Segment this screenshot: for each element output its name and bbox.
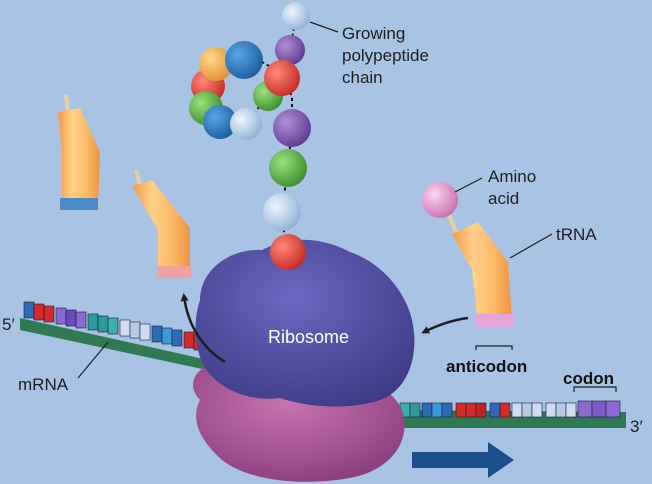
codon-label: codon bbox=[563, 369, 614, 388]
chain-amino-acid bbox=[230, 108, 262, 140]
amino-acid-label-line1: Amino bbox=[488, 167, 536, 186]
trna-entry-arrow bbox=[421, 316, 469, 334]
chain-amino-acid bbox=[264, 60, 300, 96]
mrna-strand bbox=[20, 301, 626, 428]
amino-acid-ball bbox=[422, 182, 458, 218]
chain-amino-acid bbox=[203, 105, 237, 139]
departing-trna bbox=[132, 169, 191, 278]
chain-amino-acid bbox=[275, 35, 305, 65]
anticodon-label: anticodon bbox=[446, 357, 527, 376]
free-trna-left bbox=[58, 94, 100, 210]
mrna-label: mRNA bbox=[18, 375, 69, 394]
three-prime-label: 3′ bbox=[630, 417, 643, 436]
ribosome-label: Ribosome bbox=[268, 327, 349, 347]
five-prime-label: 5′ bbox=[2, 315, 15, 334]
trna-label: tRNA bbox=[556, 225, 597, 244]
polypeptide-label-line1: Growing bbox=[342, 24, 405, 43]
chain-amino-acid bbox=[199, 47, 233, 81]
ribosome-large-subunit bbox=[195, 239, 415, 407]
polypeptide-label-line2: polypeptide bbox=[342, 46, 429, 65]
polypeptide-label-line3: chain bbox=[342, 68, 383, 87]
mrna-codon-bases bbox=[23, 301, 621, 418]
chain-amino-acid bbox=[273, 109, 311, 147]
chain-amino-acid bbox=[269, 149, 307, 187]
chain-amino-acid bbox=[225, 41, 263, 79]
incoming-trna bbox=[422, 182, 514, 327]
polypeptide-chain bbox=[189, 2, 311, 270]
amino-acid-label-line2: acid bbox=[488, 189, 519, 208]
translation-direction-arrow bbox=[412, 442, 514, 478]
chain-amino-acid bbox=[263, 193, 301, 231]
leader-lines bbox=[77, 21, 617, 392]
chain-amino-acid bbox=[270, 234, 306, 270]
chain-tip-amino-acid bbox=[282, 2, 310, 30]
trna-exit-arrow bbox=[180, 293, 226, 364]
